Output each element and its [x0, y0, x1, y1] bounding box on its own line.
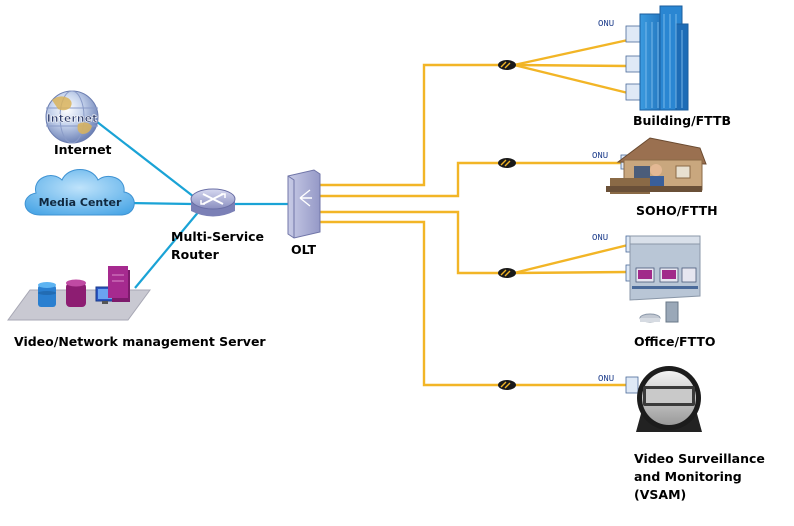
internet-globe-icon: Internet — [45, 90, 99, 144]
router-label-line2: Router — [171, 247, 219, 262]
onu-building-icon — [625, 25, 641, 101]
media-center-cloud-icon: Media Center — [24, 169, 135, 216]
internet-label: Internet — [54, 142, 112, 157]
fiber-branch-soho — [318, 161, 500, 198]
link-server-router — [134, 209, 201, 289]
splitter-building — [498, 60, 516, 70]
fiber-branch-vsam — [318, 220, 500, 387]
router-label-line1: Multi-Service — [171, 229, 265, 244]
onu-label-office: ONU — [592, 233, 608, 243]
link-media-router — [127, 201, 193, 206]
soho-label: SOHO/FTTH — [636, 203, 718, 218]
splitter-vsam — [498, 380, 516, 390]
vsam-label-line3: (VSAM) — [634, 487, 687, 502]
onu-label-building: ONU — [598, 19, 614, 29]
office-label: Office/FTTO — [634, 334, 716, 349]
server-group-icon — [7, 266, 151, 321]
building-label: Building/FTTB — [633, 113, 732, 128]
router-icon — [190, 188, 236, 217]
link-internet-router — [91, 117, 199, 201]
vsam-label-line1: Video Surveillance — [634, 451, 765, 466]
office-icon — [629, 235, 701, 323]
surveillance-camera-icon — [636, 366, 702, 432]
olt-icon — [287, 169, 321, 239]
server-label: Video/Network management Server — [14, 334, 266, 349]
onu-vsam-icon — [625, 376, 639, 394]
internet-globe-text: Internet — [47, 112, 98, 125]
splitter-office — [498, 268, 516, 278]
fiber-links — [318, 38, 629, 387]
onu-label-soho: ONU — [592, 151, 608, 161]
olt-label: OLT — [291, 242, 317, 257]
onu-label-vsam: ONU — [598, 374, 614, 384]
splitter-soho — [498, 158, 516, 168]
vsam-label-line2: and Monitoring — [634, 469, 742, 484]
fiber-branch-office — [318, 210, 500, 275]
media-center-text: Media Center — [39, 196, 122, 209]
ethernet-links — [91, 117, 288, 289]
fiber-branch-building — [318, 63, 500, 187]
building-icon — [639, 5, 689, 111]
house-icon — [606, 137, 707, 194]
